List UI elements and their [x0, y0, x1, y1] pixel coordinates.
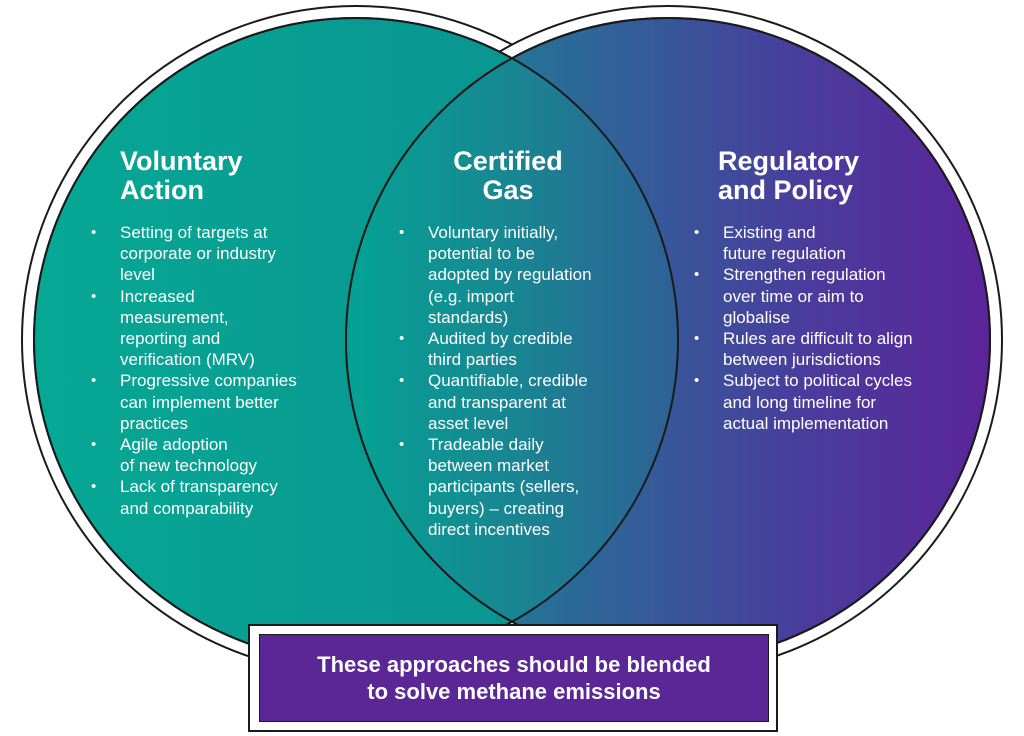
certified-gas-list: Voluntary initially,potential to beadopt…	[397, 222, 592, 540]
banner-line: These approaches should be blended	[317, 652, 711, 677]
list-item: Voluntary initially,potential to beadopt…	[397, 222, 592, 328]
conclusion-banner: These approaches should be blended to so…	[259, 634, 769, 722]
banner-line: to solve methane emissions	[367, 679, 661, 704]
